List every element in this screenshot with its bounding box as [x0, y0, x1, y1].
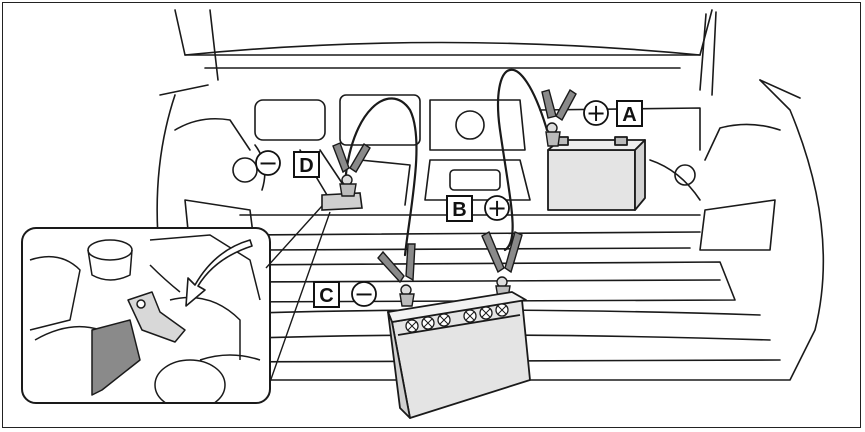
clamp-C — [378, 244, 415, 306]
booster-battery — [388, 292, 530, 418]
label-C: C − — [314, 280, 376, 308]
label-A-text: A — [622, 104, 636, 126]
label-A: A + — [584, 99, 642, 127]
label-B-text: B — [452, 199, 466, 221]
label-B-sign: + — [487, 194, 507, 222]
clamp-A — [542, 90, 576, 146]
label-B: B + — [447, 194, 509, 222]
vehicle-battery — [548, 137, 645, 210]
clamp-B — [482, 232, 522, 298]
label-D-text: D — [299, 155, 313, 177]
jumper-cables — [345, 70, 547, 255]
label-D-sign: − — [258, 149, 278, 177]
label-C-sign: − — [354, 280, 374, 308]
label-C-text: C — [319, 285, 333, 307]
label-D: D − — [256, 149, 319, 177]
clamp-D — [333, 143, 370, 196]
label-A-sign: + — [586, 99, 606, 127]
